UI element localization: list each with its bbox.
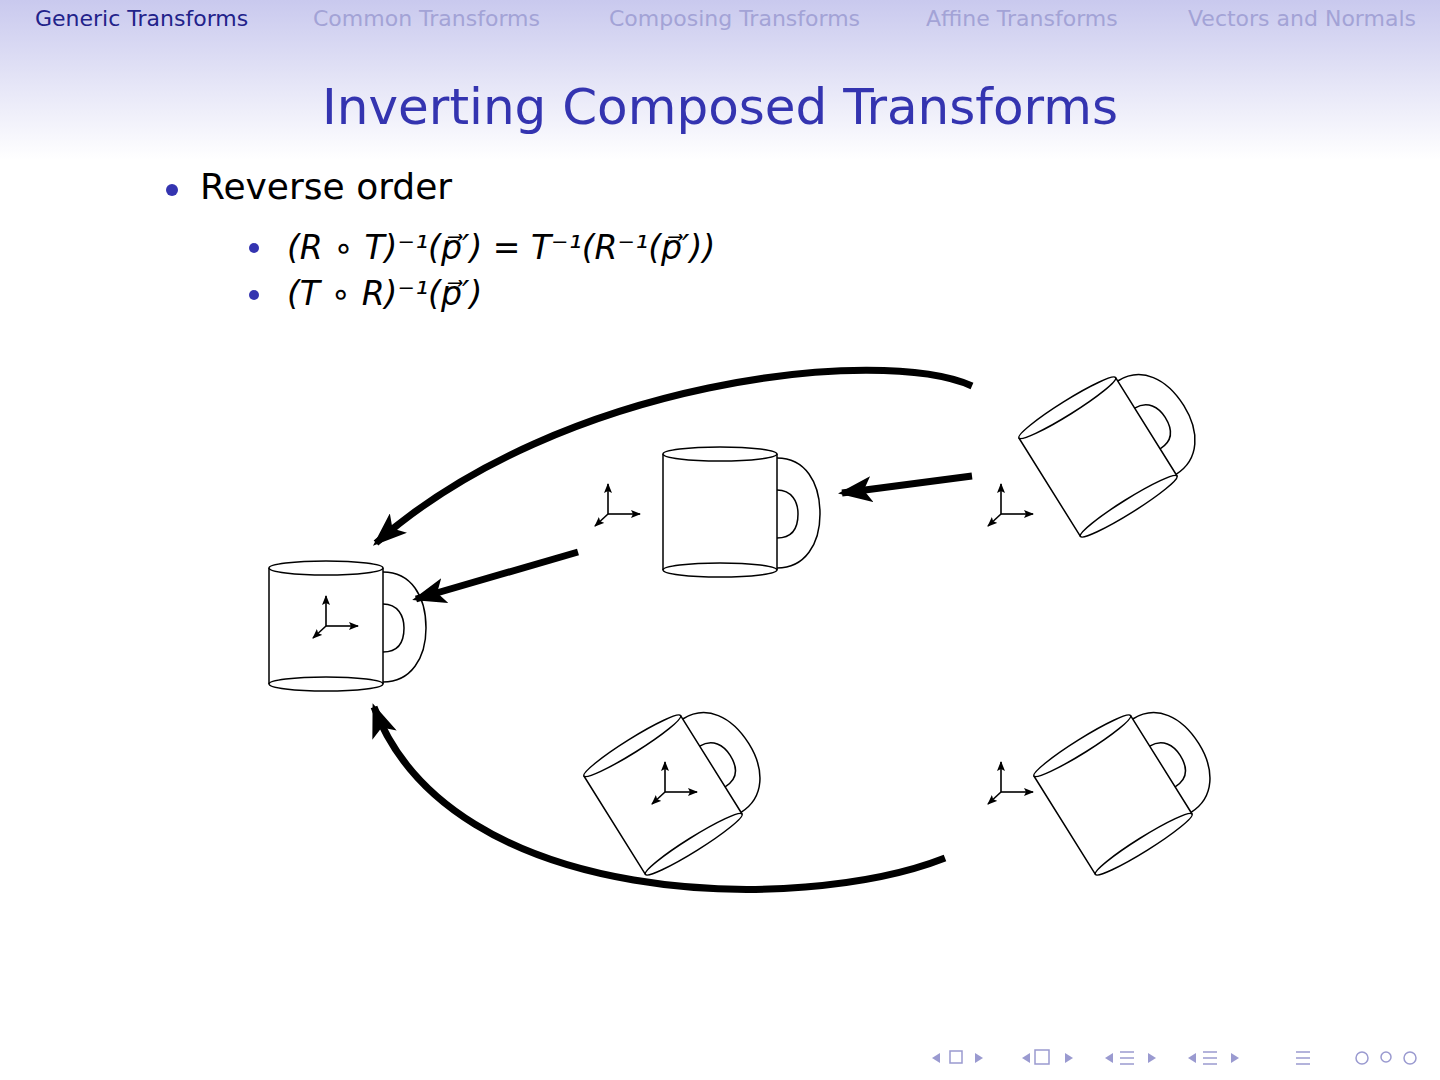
nav-item: Composing Transforms (609, 6, 860, 31)
formula: (T ∘ R)⁻¹(p⃗′) (287, 274, 482, 313)
nav-item: Generic Transforms (35, 6, 248, 31)
bullet-dot (249, 243, 259, 253)
slide-title: Inverting Composed Transforms (0, 78, 1440, 136)
bullet-dot (249, 290, 259, 300)
nav-item: Common Transforms (313, 6, 540, 31)
nav-item: Vectors and Normals (1188, 6, 1416, 31)
nav-item: Affine Transforms (926, 6, 1118, 31)
formula: (R ∘ T)⁻¹(p⃗′) = T⁻¹(R⁻¹(p⃗′)) (287, 228, 715, 267)
bullet-dot (166, 184, 178, 196)
bullet-text: Reverse order (200, 166, 452, 207)
